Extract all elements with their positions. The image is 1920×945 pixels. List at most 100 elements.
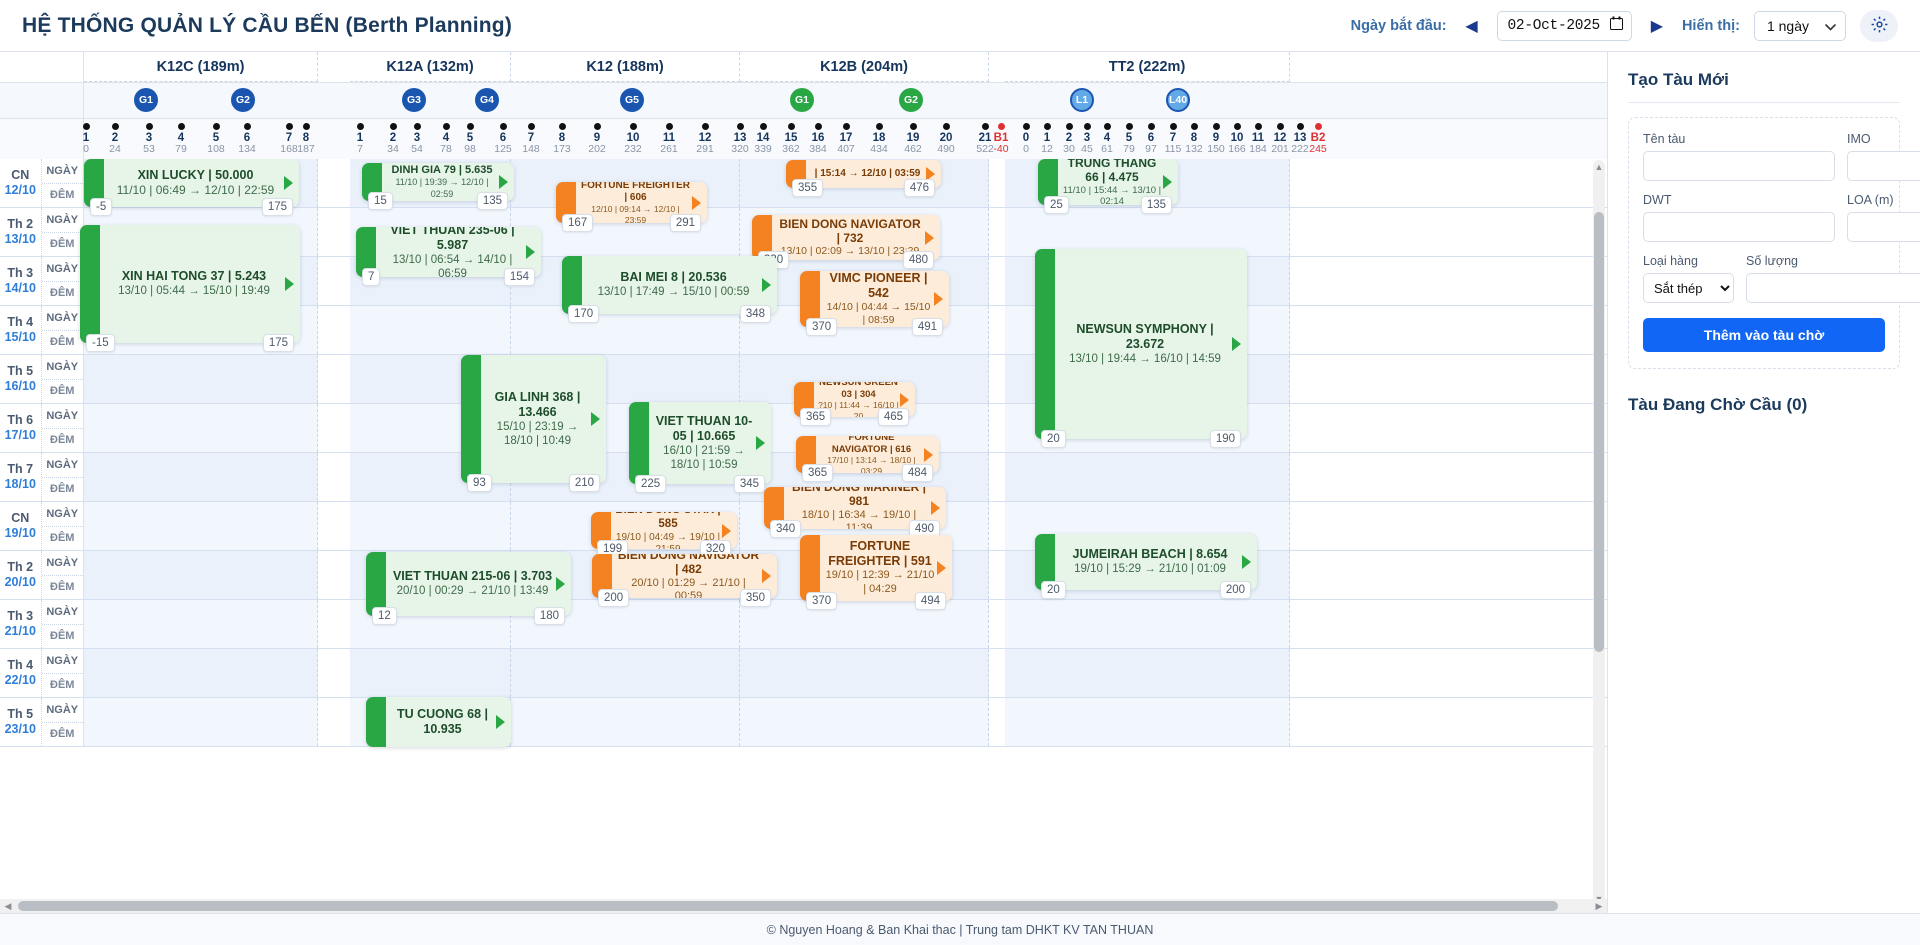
quantity-input[interactable] bbox=[1746, 273, 1920, 303]
scroll-up-icon[interactable]: ▲ bbox=[1594, 162, 1604, 172]
berth-slot-cell[interactable] bbox=[740, 600, 989, 648]
berth-header-5[interactable]: TT2 (222m) bbox=[1005, 52, 1290, 82]
start-date-input[interactable]: 02-Oct-2025 bbox=[1496, 10, 1632, 41]
berth-slot-cell[interactable] bbox=[84, 404, 318, 452]
vessel-drag-handle[interactable] bbox=[800, 271, 820, 327]
settings-button[interactable] bbox=[1860, 9, 1898, 42]
gantry-crane-L40-8[interactable]: L40 bbox=[1166, 88, 1190, 112]
vessel-drag-handle[interactable] bbox=[629, 402, 649, 484]
gantry-crane-G2-6[interactable]: G2 bbox=[899, 88, 923, 112]
next-date-button[interactable]: ▶ bbox=[1646, 15, 1668, 37]
berth-slot-cell[interactable] bbox=[740, 698, 989, 746]
berth-gantt-chart[interactable]: K12C (189m)K12A (132m)K12 (188m)K12B (20… bbox=[0, 52, 1607, 913]
vessel-drag-handle[interactable] bbox=[461, 355, 481, 483]
berth-header-3[interactable]: K12 (188m) bbox=[511, 52, 740, 82]
vessel-drag-handle[interactable] bbox=[752, 215, 772, 260]
vessel-drag-handle[interactable] bbox=[1035, 249, 1055, 439]
vessel-drag-handle[interactable] bbox=[796, 436, 816, 473]
vessel-drag-handle[interactable] bbox=[362, 163, 382, 201]
vertical-scroll-thumb[interactable] bbox=[1594, 212, 1604, 652]
vessel-name-input[interactable] bbox=[1643, 151, 1835, 181]
loa-input[interactable] bbox=[1847, 212, 1920, 242]
bollard-B1-29[interactable]: B1-40 bbox=[987, 119, 1015, 155]
berth-slot-cell[interactable] bbox=[1005, 453, 1290, 501]
berth-slot-cell[interactable] bbox=[1005, 208, 1290, 256]
vessel-drag-handle[interactable] bbox=[591, 512, 611, 549]
gantry-crane-G1-0[interactable]: G1 bbox=[134, 88, 158, 112]
cargo-type-select[interactable]: Sắt thépContainerHàng rờiGỗ bbox=[1643, 273, 1734, 303]
vessel-drag-handle[interactable] bbox=[80, 225, 100, 343]
berth-slot-cell[interactable] bbox=[84, 355, 318, 403]
calendar-icon[interactable] bbox=[1609, 16, 1623, 35]
vessel-drag-handle[interactable] bbox=[592, 554, 612, 598]
berth-slot-cell[interactable] bbox=[350, 306, 511, 354]
vessel-drag-handle[interactable] bbox=[356, 227, 376, 277]
berth-slot-cell[interactable] bbox=[84, 649, 318, 697]
berth-slot-cell[interactable] bbox=[511, 306, 740, 354]
berth-slot-cell[interactable] bbox=[84, 600, 318, 648]
vessel-drag-handle[interactable] bbox=[556, 182, 576, 223]
berth-slot-cell[interactable] bbox=[84, 453, 318, 501]
horizontal-scrollbar[interactable]: ◀ ▶ bbox=[0, 899, 1607, 913]
vessel-drag-handle[interactable] bbox=[764, 487, 784, 529]
berth-header-2[interactable]: K12A (132m) bbox=[350, 52, 511, 82]
gantry-crane-G3-2[interactable]: G3 bbox=[402, 88, 426, 112]
berth-slot-cell[interactable] bbox=[1005, 649, 1290, 697]
vessel-drag-handle[interactable] bbox=[84, 159, 104, 207]
vessel-card[interactable]: NEWSUN GREEN 03 | 304?10 | 11:44 → 16/10… bbox=[794, 382, 915, 426]
gantry-crane-G1-5[interactable]: G1 bbox=[790, 88, 814, 112]
berth-slot-cell[interactable] bbox=[350, 502, 511, 550]
vessel-card[interactable]: TU CUONG 68 | 10.935 bbox=[366, 697, 511, 747]
berth-slot-cell[interactable] bbox=[511, 649, 740, 697]
vessel-drag-handle[interactable] bbox=[1038, 159, 1058, 205]
vessel-drag-handle[interactable] bbox=[366, 697, 386, 747]
berth-slot-cell[interactable] bbox=[350, 649, 511, 697]
berth-slot-cell[interactable] bbox=[84, 698, 318, 746]
vertical-scrollbar[interactable]: ▲ ▼ bbox=[1593, 160, 1605, 906]
